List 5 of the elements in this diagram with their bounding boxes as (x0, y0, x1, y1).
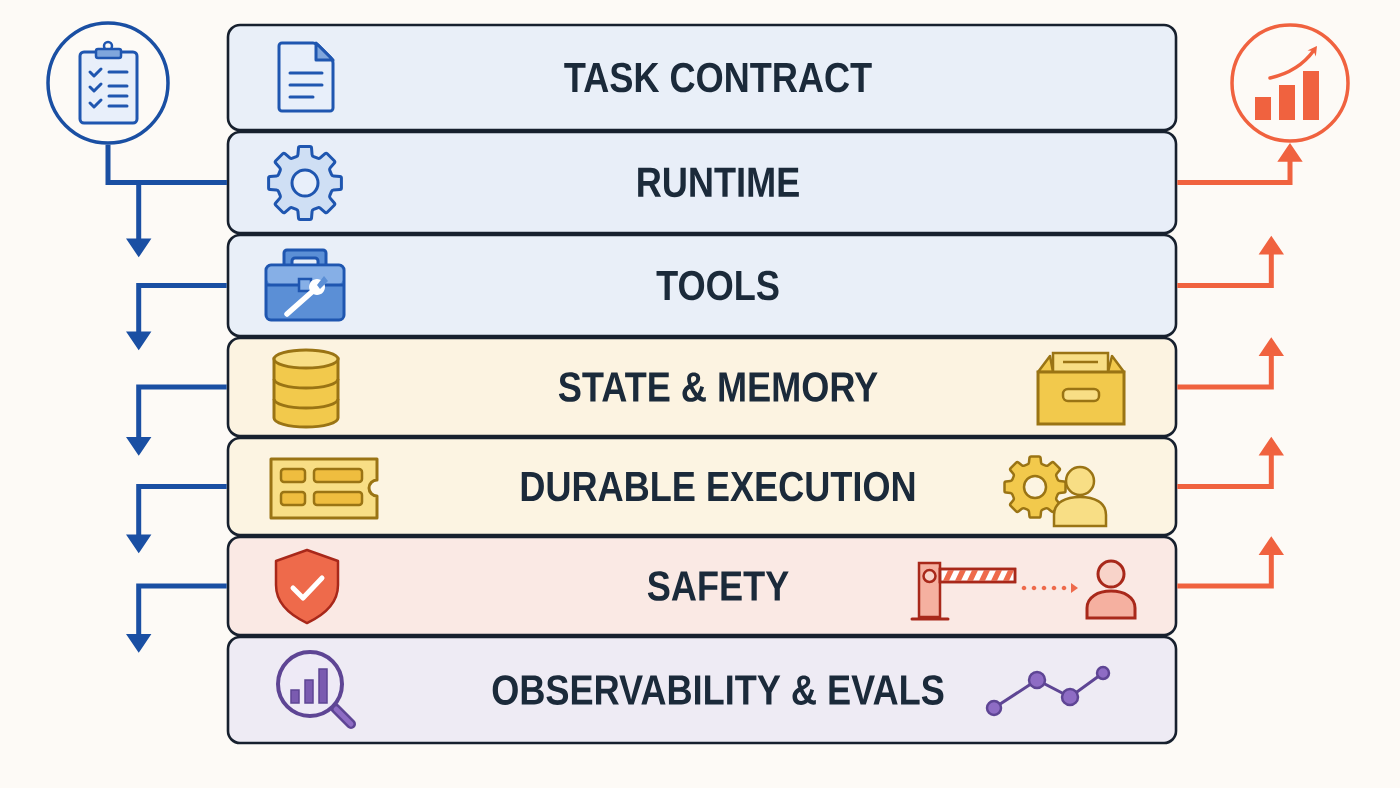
layer-band: RUNTIME (226, 130, 1178, 235)
layer-band: TOOLS (226, 233, 1178, 338)
layer-band: OBSERVABILITY & EVALS (226, 635, 1178, 745)
layer-band: SAFETY (226, 535, 1178, 637)
layer-band: TASK CONTRACT (226, 23, 1178, 132)
